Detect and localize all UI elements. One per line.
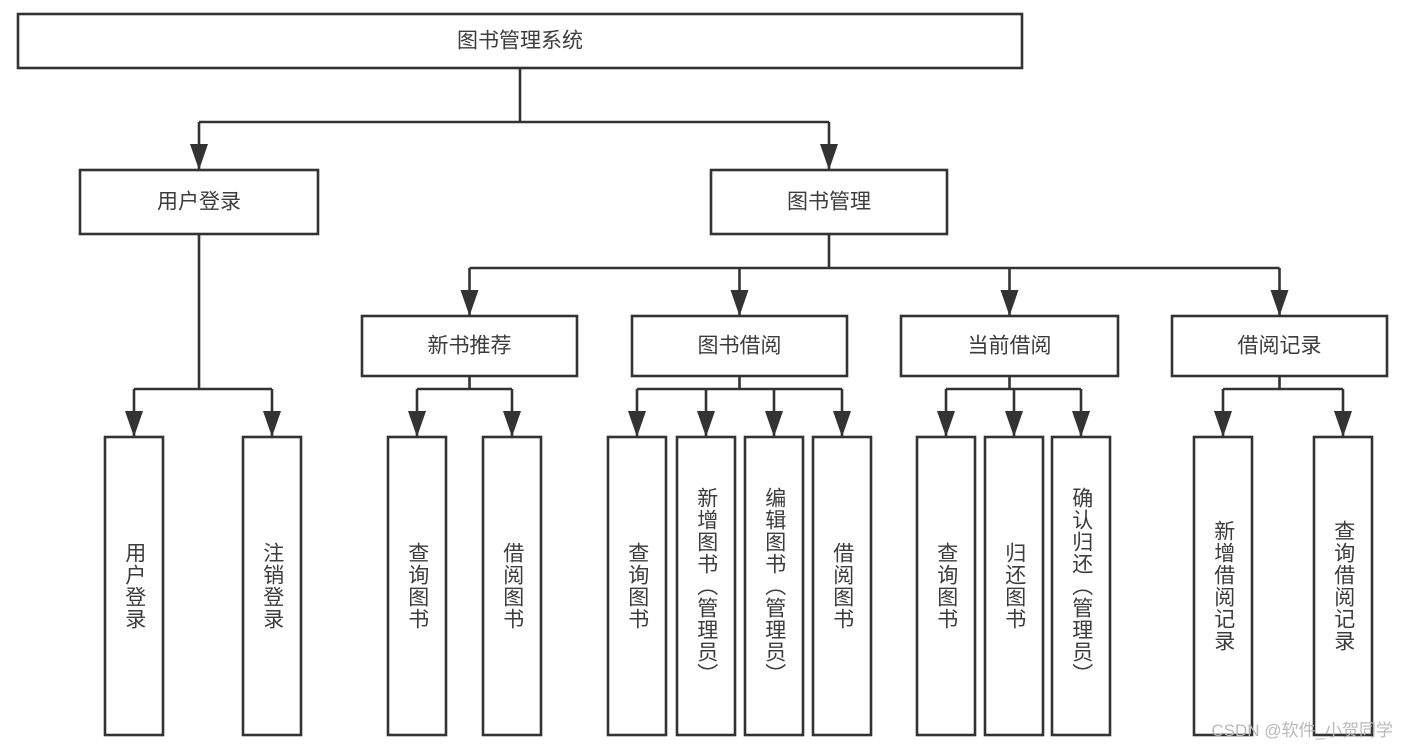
node-box-leaf-user-login[interactable]	[103, 435, 165, 737]
arrow-head-leaf-add-book	[697, 411, 715, 437]
node-box-current-borrow[interactable]	[899, 314, 1120, 378]
node-box-borrow-record[interactable]	[1170, 314, 1389, 378]
arrow-head-leaf-query-book-3	[937, 411, 955, 437]
arrow-head-leaf-borrow-book-1	[503, 411, 521, 437]
arrow-head-new-book-recommend	[460, 290, 479, 316]
arrow-head-leaf-query-book-2	[628, 411, 646, 437]
node-box-leaf-logout[interactable]	[241, 435, 303, 737]
node-label-root: 图书管理系统	[457, 30, 583, 53]
arrow-head-leaf-edit-book	[765, 411, 783, 437]
arrow-head-leaf-borrow-book-2	[833, 411, 851, 437]
node-box-leaf-query-book-3[interactable]	[915, 435, 977, 737]
connectors-layer	[125, 68, 1352, 437]
arrow-head-leaf-user-login	[125, 411, 143, 437]
node-label-book-manage: 图书管理	[787, 191, 871, 214]
node-label-new-book-recommend: 新书推荐	[428, 335, 512, 358]
arrow-head-leaf-add-record	[1214, 411, 1232, 437]
arrow-head-borrow-record	[1270, 290, 1289, 316]
arrow-head-current-borrow	[1000, 290, 1019, 316]
node-box-leaf-add-book[interactable]	[675, 435, 737, 737]
node-box-new-book-recommend[interactable]	[360, 314, 579, 378]
arrow-head-leaf-query-record	[1334, 411, 1352, 437]
node-box-root[interactable]	[16, 12, 1024, 70]
node-box-leaf-edit-book[interactable]	[743, 435, 805, 737]
watermark-text: CSDN @软件_小贺同学	[1211, 721, 1393, 740]
arrow-head-book-manage	[820, 144, 838, 170]
node-box-leaf-query-book-1[interactable]	[386, 435, 448, 737]
arrow-head-user-login	[190, 144, 208, 170]
node-box-book-borrow[interactable]	[630, 314, 849, 378]
node-label-borrow-record: 借阅记录	[1238, 335, 1322, 358]
arrow-head-leaf-logout	[263, 411, 281, 437]
arrow-head-leaf-return-book	[1005, 411, 1023, 437]
node-box-leaf-return-book[interactable]	[983, 435, 1045, 737]
node-box-leaf-borrow-book-1[interactable]	[481, 435, 543, 737]
node-box-leaf-query-record[interactable]	[1312, 435, 1374, 737]
node-label-current-borrow: 当前借阅	[968, 335, 1052, 358]
node-box-leaf-confirm-return[interactable]	[1050, 435, 1112, 737]
node-box-book-manage[interactable]	[709, 168, 949, 236]
arrow-head-leaf-query-book-1	[408, 411, 426, 437]
node-label-user-login: 用户登录	[157, 191, 241, 214]
node-box-user-login[interactable]	[78, 168, 320, 236]
node-box-leaf-borrow-book-2[interactable]	[811, 435, 873, 737]
node-boxes-layer	[16, 12, 1389, 737]
node-box-leaf-query-book-2[interactable]	[606, 435, 668, 737]
node-label-book-borrow: 图书借阅	[698, 335, 782, 358]
arrow-head-book-borrow	[730, 290, 749, 316]
node-box-leaf-add-record[interactable]	[1192, 435, 1254, 737]
arrow-head-leaf-confirm-return	[1072, 411, 1090, 437]
